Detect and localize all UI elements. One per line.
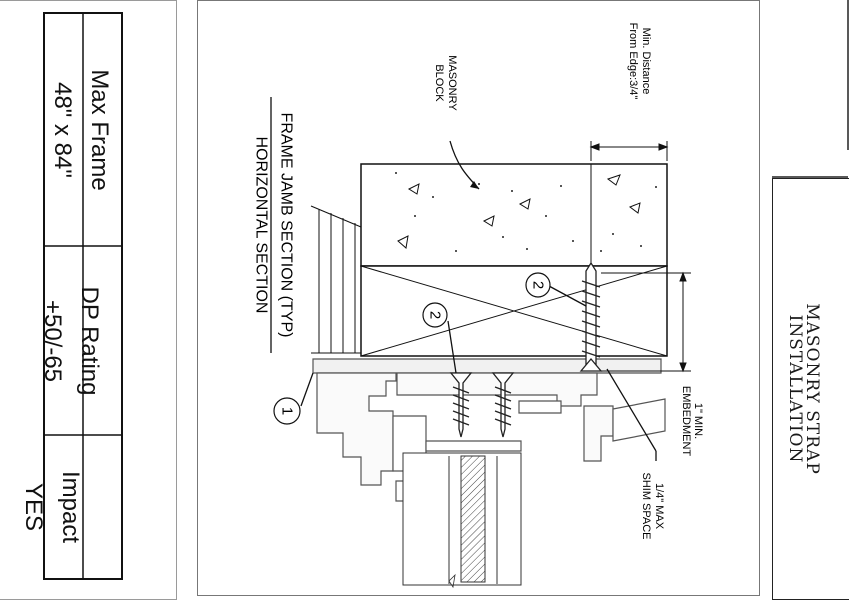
masonry-leader-arrow	[470, 181, 479, 189]
masonry-screw	[579, 261, 603, 372]
min-distance-line1: Min. Distance	[640, 28, 652, 95]
shim-line1: 1/4" MAX	[653, 483, 665, 530]
frame-screw-1	[449, 372, 473, 438]
block-cell	[360, 265, 668, 357]
spec-label-max-frame: Max Frame	[86, 69, 113, 191]
spec-panel: Max Frame 48" x 84" DP Rating +50/-65 Im…	[0, 0, 177, 600]
spec-value-dp-rating: +50/-65	[39, 299, 66, 383]
min-distance-line2: From Edge:3/4"	[627, 23, 639, 100]
glass-panel	[402, 452, 522, 589]
svg-text:1: 1	[279, 407, 296, 415]
svg-text:2: 2	[530, 281, 547, 289]
siding-lines	[310, 205, 362, 354]
spec-table	[43, 12, 123, 580]
shim-line2: SHIM SPACE	[640, 472, 652, 539]
callout-2a: 2	[422, 302, 448, 328]
section-subtitle: HORIZONTAL SECTION	[253, 137, 270, 314]
drawing-panel: 1 2 2 FRAME JAMB SECTION (TYP) HORIZONTA…	[197, 0, 760, 596]
section-title: FRAME JAMB SECTION (TYP)	[278, 113, 295, 338]
spec-value-impact: YES	[20, 482, 47, 532]
window-frame-profile	[312, 358, 666, 502]
svg-text:2: 2	[427, 311, 444, 319]
masonry-label-line2: BLOCK	[433, 64, 445, 102]
masonry-block	[360, 163, 668, 267]
spec-value-max-frame: 48" x 84"	[49, 82, 76, 178]
dimension-min-edge	[589, 141, 669, 161]
callout-1: 1	[273, 397, 301, 425]
section-drawing: 1 2 2 FRAME JAMB SECTION (TYP) HORIZONTA…	[253, 23, 704, 589]
masonry-label-line1: MASONRY	[446, 55, 458, 111]
title-block: MASONRY STRAP INSTALLATION	[772, 178, 849, 600]
title-line1: MASONRY STRAP	[802, 303, 822, 475]
spec-label-impact: Impact	[57, 470, 84, 544]
callout-2b: 2	[525, 272, 551, 298]
title-block-header	[772, 0, 849, 178]
embedment-line1: 1" MIN.	[692, 403, 704, 439]
title-line2: INSTALLATION	[785, 314, 805, 464]
frame-screw-2	[491, 372, 515, 438]
spec-label-dp-rating: DP Rating	[76, 286, 103, 396]
dimension-embedment	[601, 271, 691, 373]
embedment-line2: EMBEDMENT	[680, 386, 692, 457]
